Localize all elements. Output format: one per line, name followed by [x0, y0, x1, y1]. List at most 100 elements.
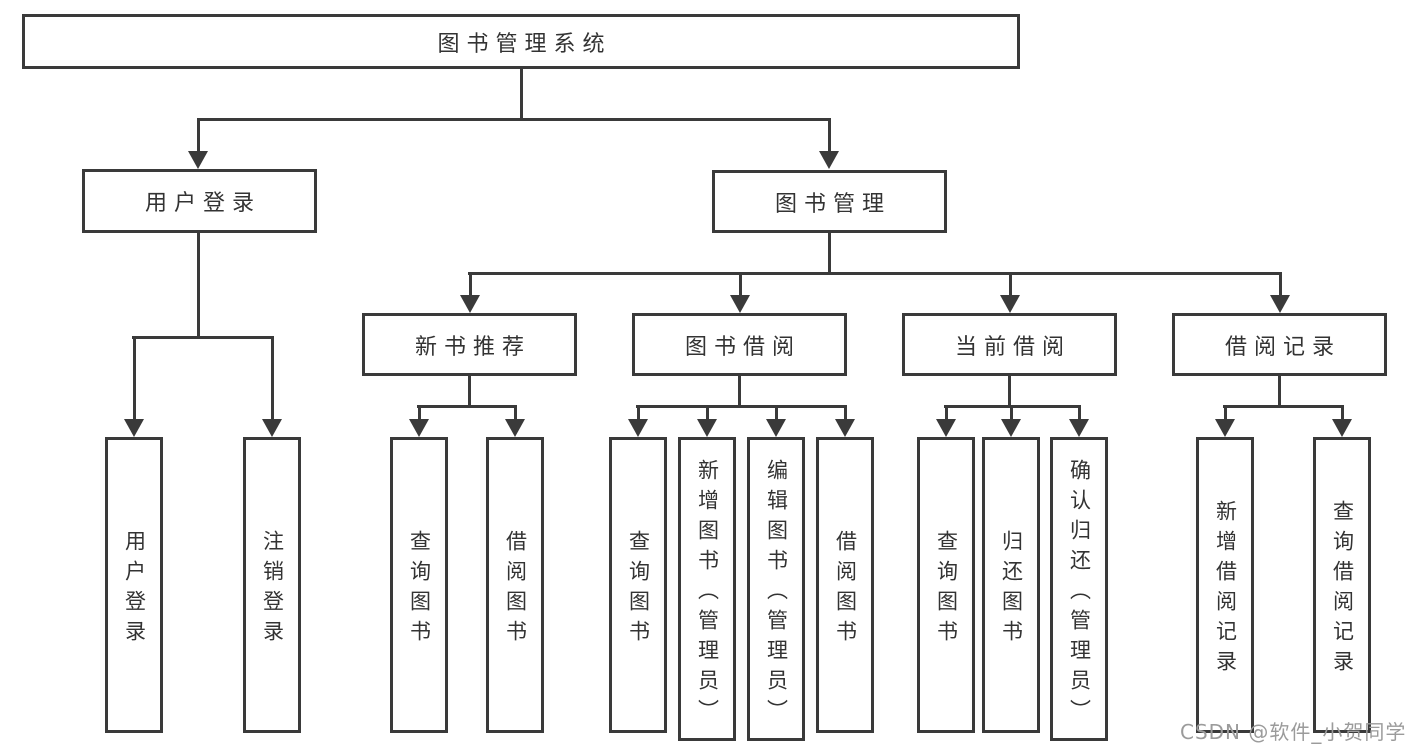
arrow-stem [774, 408, 778, 419]
connector-book-borrow-horizontal [636, 405, 847, 408]
node-label: 图书管理 [774, 191, 891, 217]
node-label: 借阅记录 [1224, 334, 1341, 360]
leaf-label: 编辑图书（管理员） [764, 458, 789, 729]
leaf-confirm-return-admin: 确认归还（管理员） [1050, 437, 1108, 741]
leaf-label: 借阅图书 [503, 529, 528, 650]
arrow-head-icon [628, 419, 648, 437]
arrow-to-leaf-query-books-3 [936, 408, 956, 437]
arrow-to-leaf-user-login [124, 339, 144, 437]
node-current-borrow: 当前借阅 [902, 313, 1117, 376]
leaf-add-book-admin: 新增图书（管理员） [678, 437, 736, 741]
arrow-head-icon [936, 419, 956, 437]
arrow-stem [196, 121, 200, 151]
leaf-label: 确认归还（管理员） [1067, 458, 1092, 729]
leaf-borrow-books-1: 借阅图书 [486, 437, 544, 733]
connector-current-borrow-vertical [1008, 376, 1011, 408]
leaf-borrow-books-2: 借阅图书 [816, 437, 874, 733]
arrow-stem [1340, 408, 1344, 419]
node-book-management: 图书管理 [712, 170, 947, 233]
arrow-head-icon [1215, 419, 1235, 437]
arrow-to-new-book-recommend [460, 275, 480, 313]
leaf-label: 用户登录 [122, 529, 147, 650]
arrow-to-borrow-records [1270, 275, 1290, 313]
arrow-head-icon [835, 419, 855, 437]
leaf-add-borrow-record: 新增借阅记录 [1196, 437, 1254, 733]
arrow-stem [270, 339, 274, 419]
arrow-to-leaf-confirm-return [1069, 408, 1089, 437]
arrow-to-leaf-borrow-books-1 [505, 408, 525, 437]
arrow-stem [636, 408, 640, 419]
node-label: 当前借阅 [954, 334, 1071, 360]
arrow-stem [944, 408, 948, 419]
arrow-head-icon [1001, 419, 1021, 437]
leaf-label: 注销登录 [260, 529, 285, 650]
arrow-stem [513, 408, 517, 419]
node-label: 图书管理系统 [437, 31, 612, 57]
leaf-return-book: 归还图书 [982, 437, 1040, 733]
arrow-head-icon [1270, 295, 1290, 313]
connector-book-borrow-vertical [738, 376, 741, 408]
arrow-head-icon [1069, 419, 1089, 437]
arrow-head-icon [505, 419, 525, 437]
arrow-stem [705, 408, 709, 419]
arrow-head-icon [1332, 419, 1352, 437]
node-new-book-recommend: 新书推荐 [362, 313, 577, 376]
leaf-label: 借阅图书 [833, 529, 858, 650]
node-book-borrow: 图书借阅 [632, 313, 847, 376]
arrow-head-icon [460, 295, 480, 313]
leaf-label: 查询图书 [626, 529, 651, 650]
csdn-watermark: CSDN @软件_小贺同学 [1180, 720, 1405, 744]
leaf-query-books-3: 查询图书 [917, 437, 975, 733]
leaf-query-borrow-record: 查询借阅记录 [1313, 437, 1371, 733]
leaf-user-login: 用户登录 [105, 437, 163, 733]
connector-current-borrow-horizontal [944, 405, 1081, 408]
arrow-stem [468, 275, 472, 295]
arrow-to-leaf-query-books-1 [409, 408, 429, 437]
connector-borrow-records-vertical [1278, 376, 1281, 408]
arrow-head-icon [1000, 295, 1020, 313]
arrow-head-icon [697, 419, 717, 437]
arrow-to-leaf-logout [262, 339, 282, 437]
leaf-label: 查询借阅记录 [1330, 499, 1355, 680]
leaf-query-books-1: 查询图书 [390, 437, 448, 733]
arrow-head-icon [730, 295, 750, 313]
arrow-head-icon [819, 151, 839, 169]
arrow-to-leaf-return-book [1001, 408, 1021, 437]
arrow-stem [1009, 408, 1013, 419]
connector-new-book-horizontal [417, 405, 517, 408]
arrow-head-icon [409, 419, 429, 437]
arrow-head-icon [188, 151, 208, 169]
arrow-head-icon [124, 419, 144, 437]
arrow-to-current-borrow [1000, 275, 1020, 313]
arrow-stem [827, 121, 831, 151]
connector-root-vertical [520, 69, 523, 121]
arrow-stem [1278, 275, 1282, 295]
arrow-to-book-management [819, 121, 839, 169]
arrow-stem [417, 408, 421, 419]
connector-user-login-horizontal [132, 336, 274, 339]
arrow-to-leaf-borrow-books-2 [835, 408, 855, 437]
node-label: 新书推荐 [414, 334, 531, 360]
connector-borrow-records-horizontal [1223, 405, 1344, 408]
arrow-to-leaf-add-book [697, 408, 717, 437]
arrow-to-leaf-query-books-2 [628, 408, 648, 437]
arrow-stem [738, 275, 742, 295]
connector-book-management-vertical [828, 233, 831, 275]
leaf-query-books-2: 查询图书 [609, 437, 667, 733]
arrow-to-user-login [188, 121, 208, 169]
arrow-to-book-borrow [730, 275, 750, 313]
node-label: 图书借阅 [684, 334, 801, 360]
node-library-management-system: 图书管理系统 [22, 14, 1020, 69]
node-user-login: 用户登录 [82, 169, 317, 233]
leaf-label: 查询图书 [407, 529, 432, 650]
leaf-edit-book-admin: 编辑图书（管理员） [747, 437, 805, 741]
connector-user-login-vertical [197, 233, 200, 339]
arrow-stem [1223, 408, 1227, 419]
node-label: 用户登录 [144, 191, 261, 216]
arrow-stem [843, 408, 847, 419]
arrow-stem [132, 339, 136, 419]
arrow-to-leaf-query-borrow-record [1332, 408, 1352, 437]
arrow-head-icon [766, 419, 786, 437]
arrow-stem [1008, 275, 1012, 295]
